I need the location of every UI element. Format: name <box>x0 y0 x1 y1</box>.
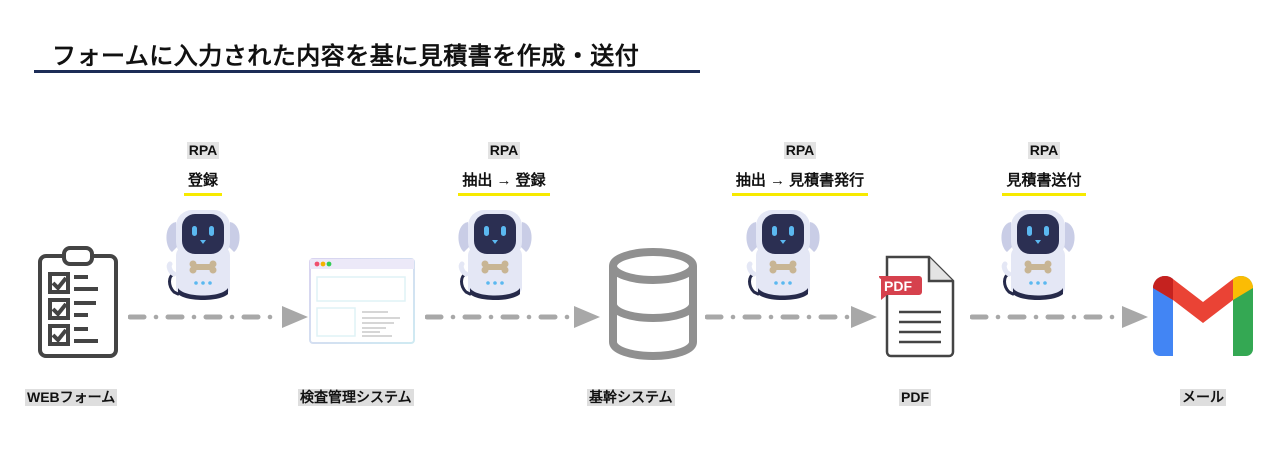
arrow-dot <box>1071 314 1077 320</box>
arrow-dot <box>768 314 774 320</box>
flow-arrow <box>425 306 600 328</box>
rpa-tag: RPA <box>487 142 521 159</box>
pdf-document-icon: PDF <box>878 255 955 358</box>
arrow-dot <box>153 314 159 320</box>
rpa-action-label: 見積書送付 <box>1002 169 1086 196</box>
gmail-icon <box>1152 275 1254 356</box>
arrow-dot <box>488 314 494 320</box>
arrow-dot <box>806 314 812 320</box>
robot-icon <box>166 210 240 300</box>
rpa-tag: RPA <box>186 142 220 159</box>
rpa-action-label: 抽出 → 見積書発行 <box>731 169 869 196</box>
arrow-dot <box>191 314 197 320</box>
flow-arrow <box>705 306 877 328</box>
rpa-action-label: 抽出 → 登録 <box>458 169 550 196</box>
arrow-dot <box>564 314 570 320</box>
robot-icon <box>1001 210 1075 300</box>
arrow-dot <box>229 314 235 320</box>
node-label-core-system: 基幹システム <box>587 389 675 406</box>
arrow-dot <box>995 314 1001 320</box>
arrow-head <box>282 306 308 328</box>
flow-arrow <box>970 306 1148 328</box>
flow-arrow <box>128 306 308 328</box>
node-label-inspection-system: 検査管理システム <box>298 389 414 406</box>
arrow-dot <box>730 314 736 320</box>
rpa-action-label: 登録 <box>183 169 222 196</box>
rpa-step-2: RPA 抽出 → 登録 <box>441 142 567 196</box>
arrow-dot <box>526 314 532 320</box>
node-label-web-form: WEBフォーム <box>25 389 118 406</box>
arrow-dot <box>844 314 850 320</box>
arrow-head <box>1122 306 1148 328</box>
rpa-step-3: RPA 抽出 → 見積書発行 <box>714 142 886 196</box>
pdf-badge-text: PDF <box>884 278 912 294</box>
browser-window-icon <box>309 258 415 344</box>
arrow-head <box>574 306 600 328</box>
arrow-dot <box>267 314 273 320</box>
node-label-pdf: PDF <box>899 389 931 406</box>
rpa-tag: RPA <box>783 142 817 159</box>
rpa-step-4: RPA 見積書送付 <box>986 142 1102 196</box>
title-underline <box>34 70 700 73</box>
arrow-dot <box>1109 314 1115 320</box>
rpa-step-1: RPA 登録 <box>173 142 233 196</box>
page-title: フォームに入力された内容を基に見積書を作成・送付 <box>52 43 640 70</box>
arrow-dot <box>450 314 456 320</box>
arrow-head <box>851 306 877 328</box>
rpa-tag: RPA <box>1027 142 1061 159</box>
robot-icon <box>746 210 820 300</box>
database-icon <box>609 248 697 361</box>
node-label-mail: メール <box>1180 389 1226 406</box>
arrow-dot <box>1033 314 1039 320</box>
robot-icon <box>458 210 532 300</box>
clipboard-checklist-icon <box>38 246 118 358</box>
